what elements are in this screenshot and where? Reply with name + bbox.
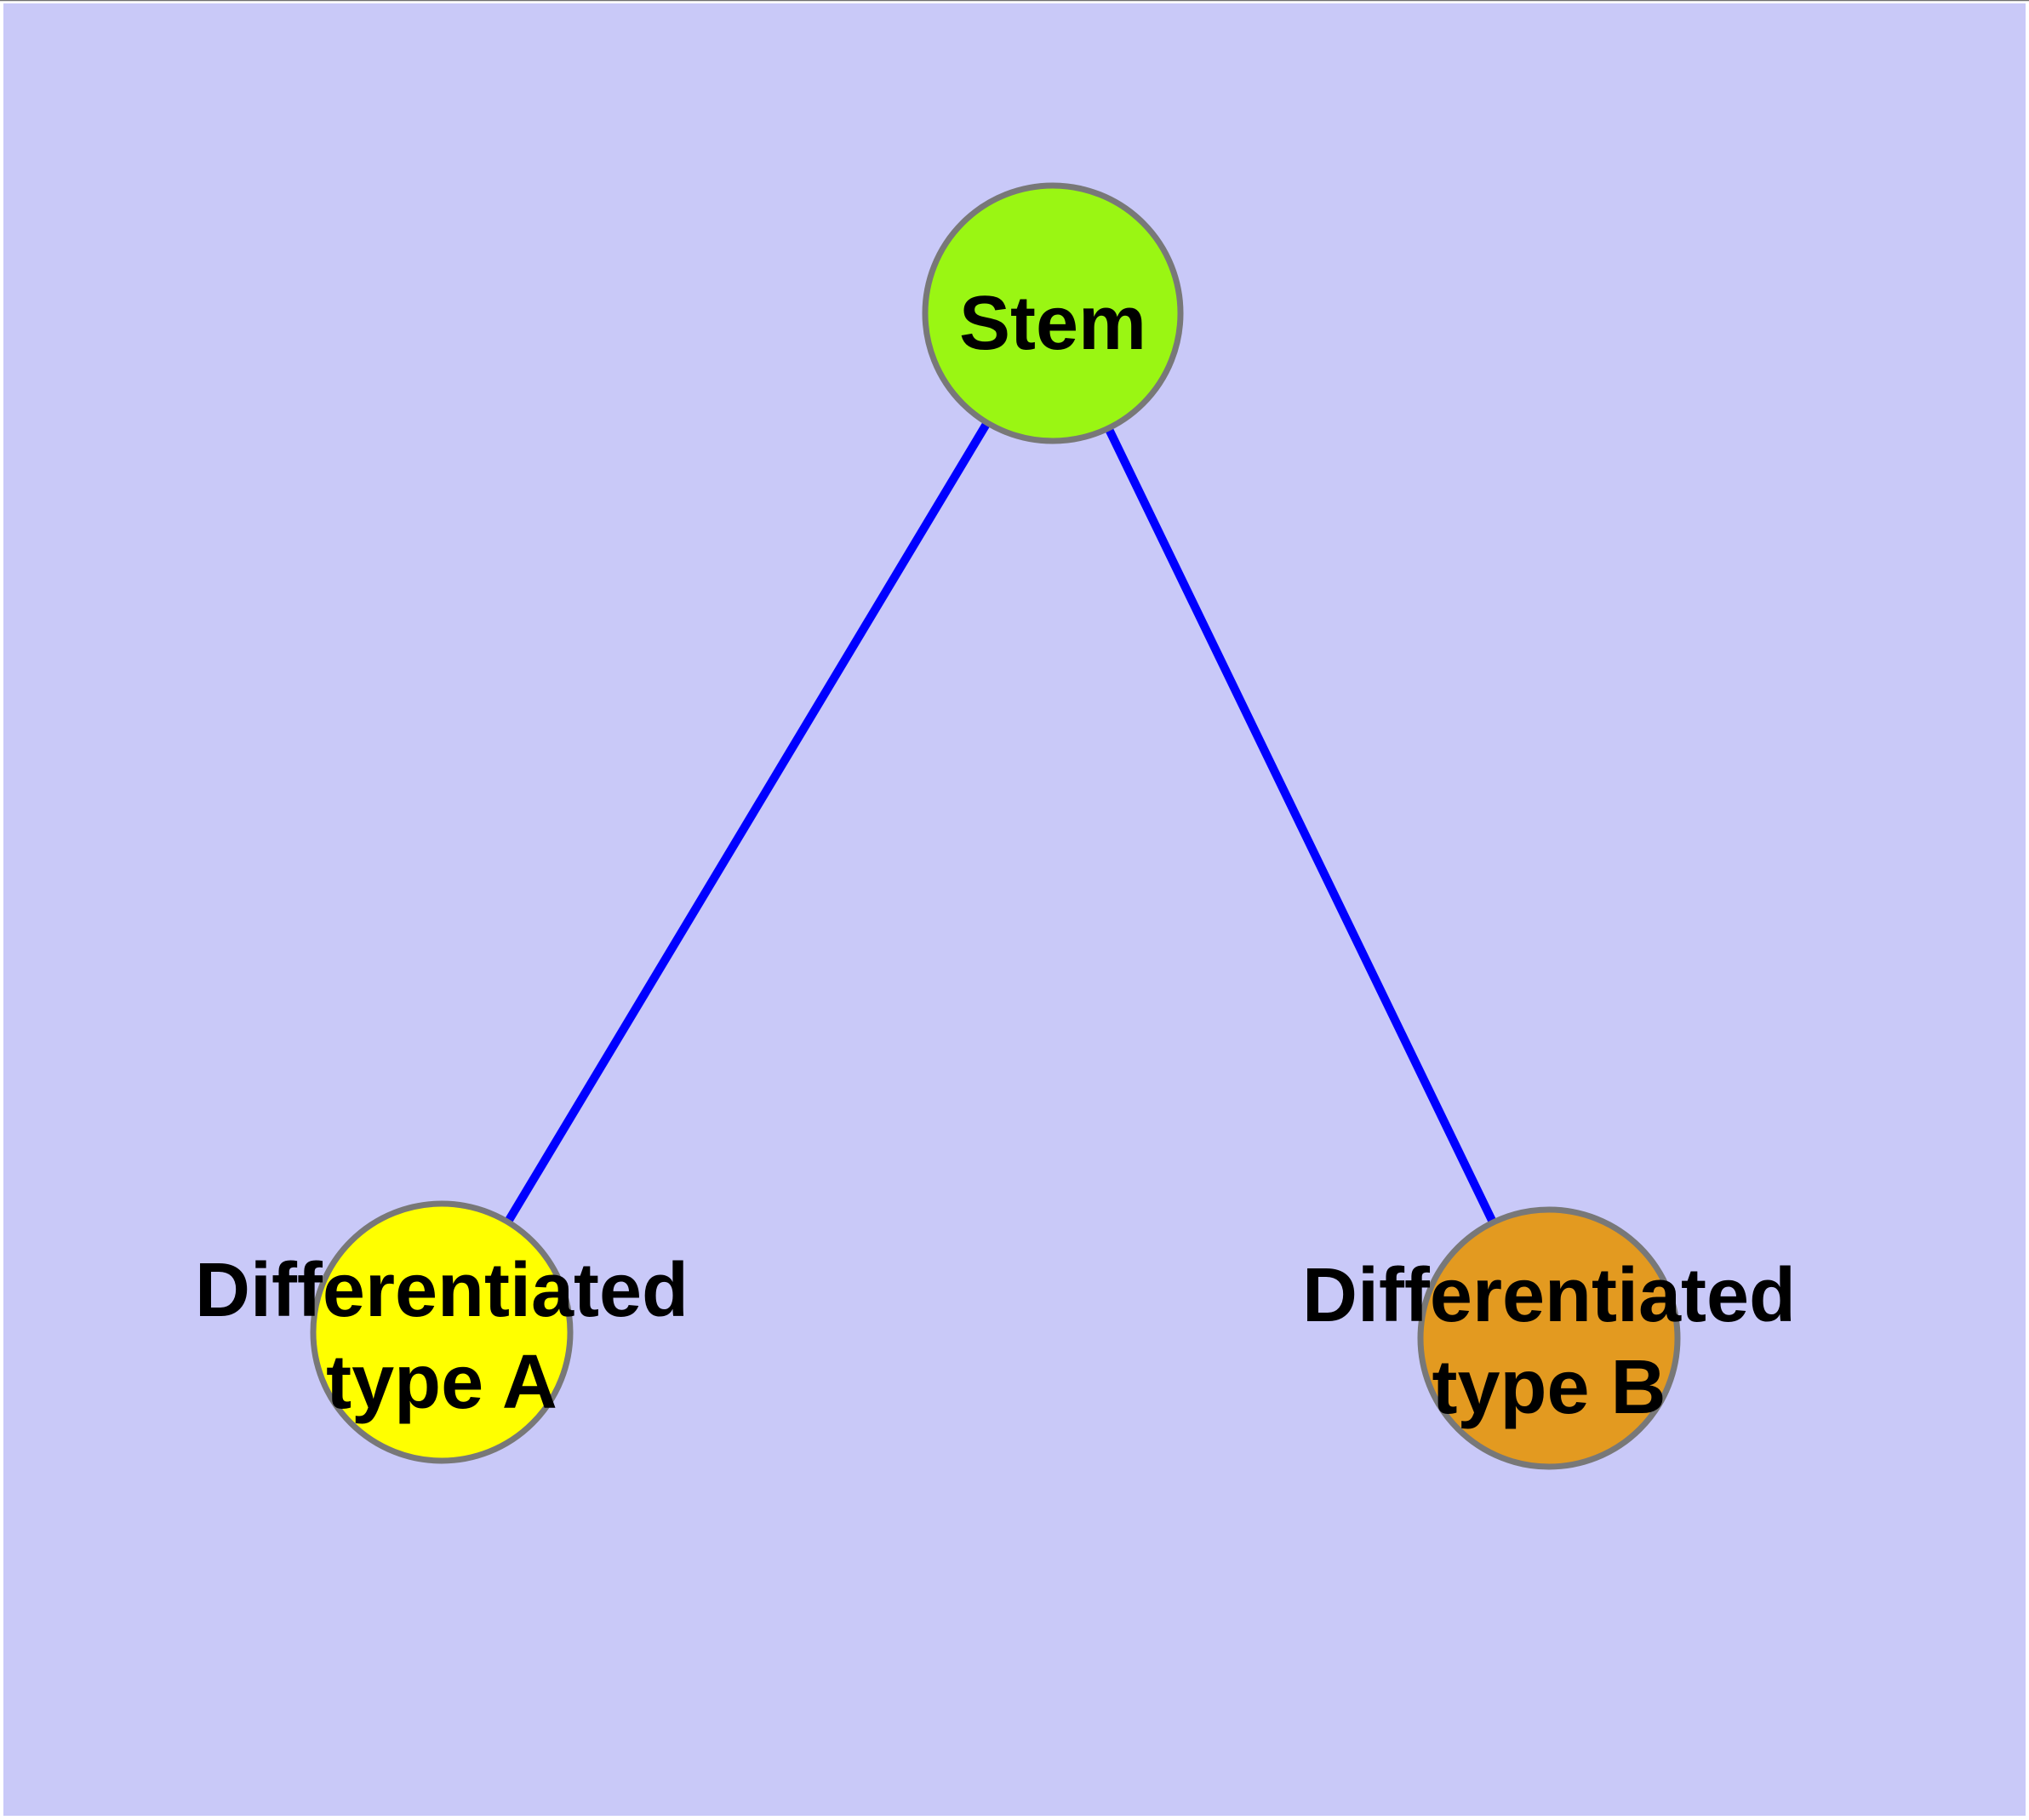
edge-stem-to-type-a (437, 311, 1057, 1335)
node-type-a-label-line1: Differentiated (195, 1248, 689, 1333)
node-stem-circle (922, 182, 1184, 444)
node-stem: Stem (922, 182, 1184, 444)
node-type-a-label-line2: type A (326, 1340, 557, 1425)
node-type-a-circle (310, 1200, 574, 1464)
node-type-b-label-line2: type B (1432, 1345, 1666, 1430)
node-type-b-circle (1417, 1206, 1681, 1470)
node-type-b-label-line1: Differentiated (1302, 1253, 1796, 1338)
node-differentiated-type-b: Differentiated type B (1302, 1206, 1796, 1470)
node-stem-label: Stem (959, 281, 1146, 366)
edge-stem-to-type-b (1049, 311, 1553, 1341)
node-differentiated-type-a: Differentiated type A (195, 1200, 689, 1464)
